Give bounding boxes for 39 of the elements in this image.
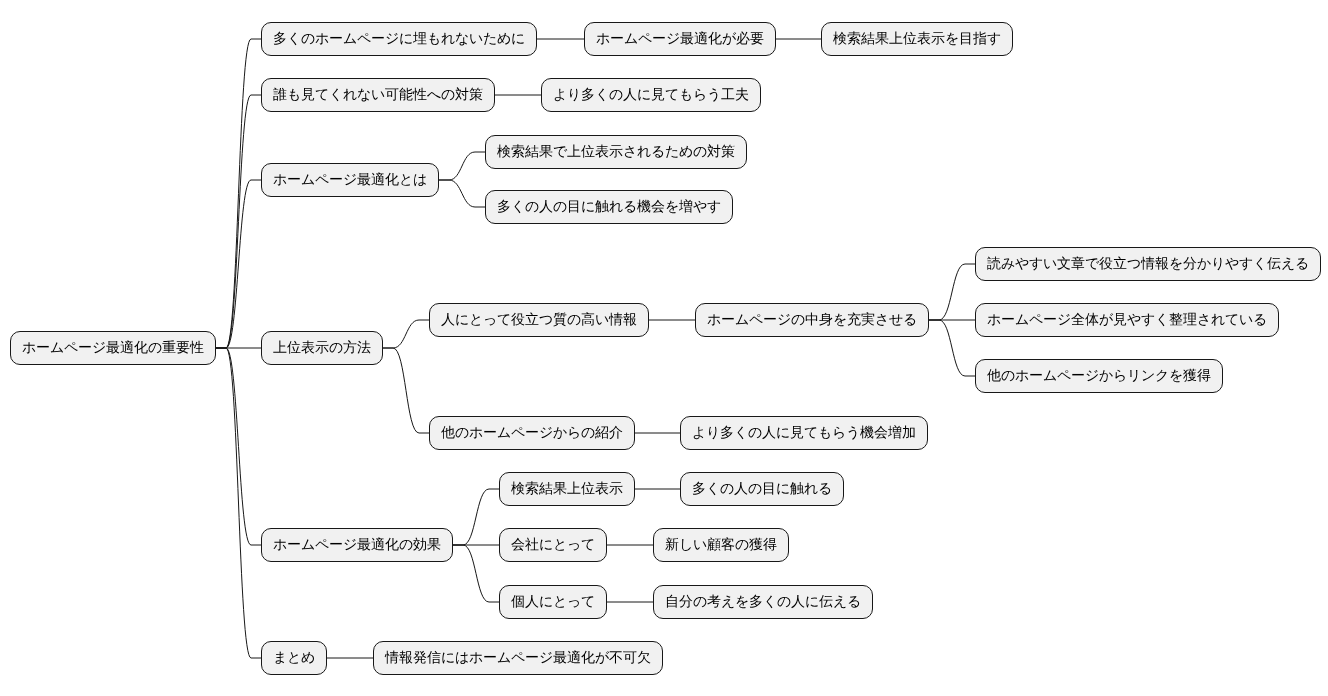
connector-line: [928, 319, 976, 377]
topic-box: ホームページ最適化とは: [261, 163, 439, 197]
topic-box: 多くのホームページに埋もれないために: [261, 22, 537, 56]
topic-box: 検索結果上位表示を目指す: [821, 22, 1013, 56]
topic-box: 多くの人の目に触れる機会を増やす: [485, 190, 733, 224]
connector-line: [606, 544, 654, 546]
topic-box: 誰も見てくれない可能性への対策: [261, 78, 495, 112]
connector-line: [775, 38, 822, 40]
topic-box: より多くの人に見てもらう工夫: [541, 78, 761, 112]
topic-box: 上位表示の方法: [261, 331, 383, 365]
topic-box: 検索結果で上位表示されるための対策: [485, 135, 747, 169]
connector-line: [438, 179, 486, 208]
connector-line: [452, 544, 500, 603]
connector-line: [536, 38, 585, 40]
topic-box: ホームページ最適化の重要性: [10, 331, 216, 365]
topic-box: ホームページ最適化が必要: [584, 22, 776, 56]
connector-line: [634, 432, 681, 434]
topic-box: 会社にとって: [499, 528, 607, 562]
topic-box: 他のホームページからの紹介: [429, 416, 635, 450]
topic-box: 自分の考えを多くの人に伝える: [653, 585, 873, 619]
connector-line: [634, 488, 681, 490]
topic-box: ホームページ全体が見やすく整理されている: [975, 303, 1279, 337]
topic-box: 検索結果上位表示: [499, 472, 635, 506]
topic-box: 他のホームページからリンクを獲得: [975, 359, 1223, 393]
topic-box: まとめ: [261, 641, 327, 675]
connector-line: [326, 657, 374, 659]
topic-box: より多くの人に見てもらう機会増加: [680, 416, 928, 450]
topic-box: 読みやすい文章で役立つ情報を分かりやすく伝える: [975, 247, 1321, 281]
topic-box: 情報発信にはホームページ最適化が不可欠: [373, 641, 663, 675]
topic-box: ホームページの中身を充実させる: [695, 303, 929, 337]
topic-box: 人にとって役立つ質の高い情報: [429, 303, 649, 337]
connector-line: [382, 347, 430, 434]
connector-line: [606, 601, 654, 603]
topic-box: 多くの人の目に触れる: [680, 472, 844, 506]
connector-line: [494, 94, 542, 96]
topic-box: 新しい顧客の獲得: [653, 528, 789, 562]
connector-line: [648, 319, 696, 321]
topic-box: 個人にとって: [499, 585, 607, 619]
topic-box: ホームページ最適化の効果: [261, 528, 453, 562]
